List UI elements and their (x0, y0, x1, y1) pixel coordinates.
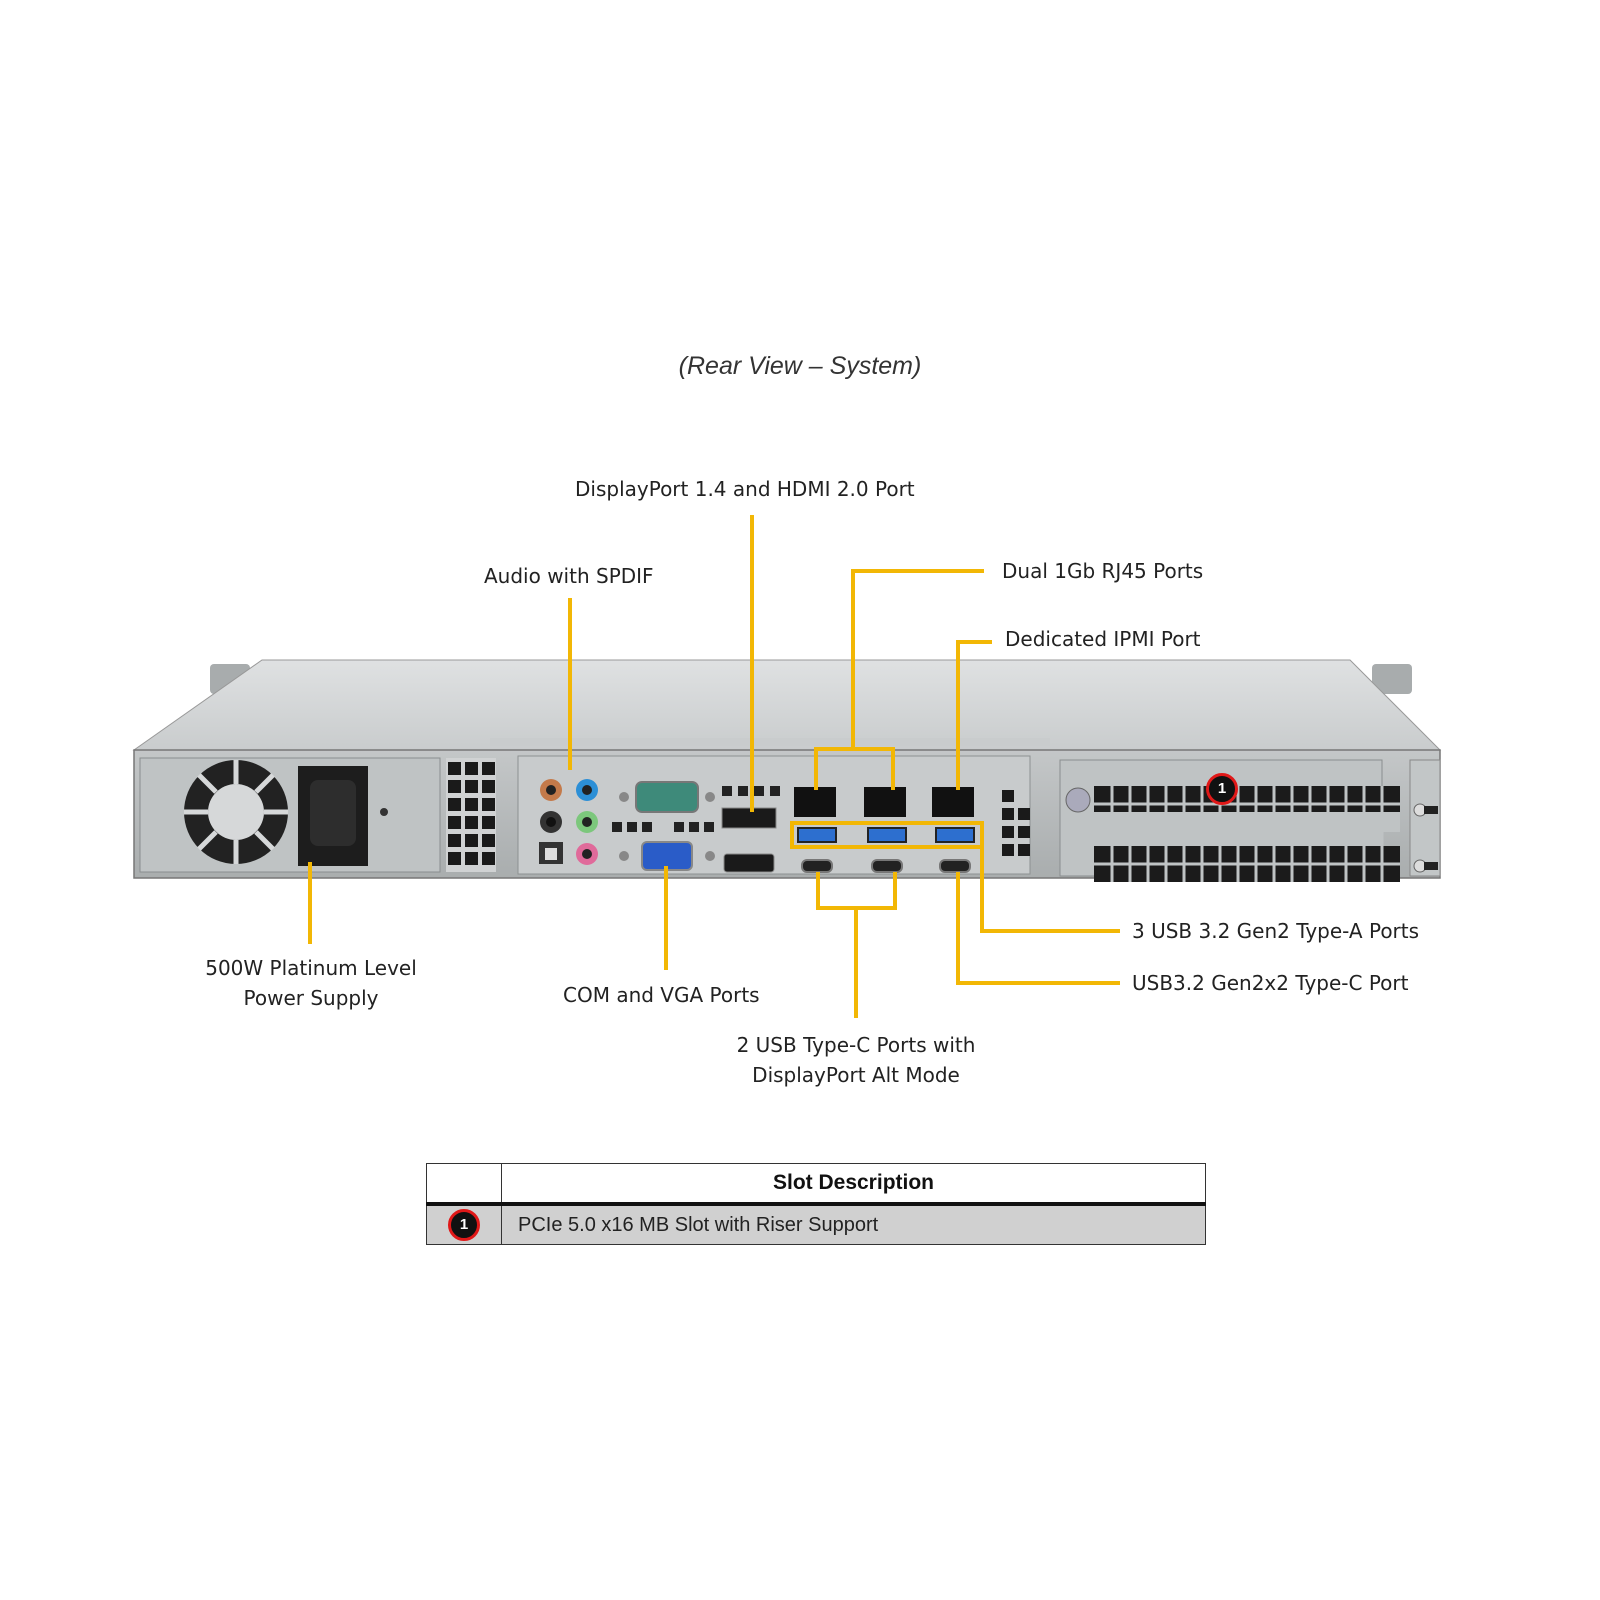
audio-jacks (539, 779, 598, 865)
callout-line-usb-type-c-gen2x2 (956, 872, 1120, 985)
usb-type-c-ports (801, 859, 971, 873)
label-power-supply: 500W Platinum Level Power Supply (186, 953, 436, 1013)
power-supply-module (139, 757, 441, 873)
label-power-supply-line2: Power Supply (243, 986, 379, 1010)
callout-lines (308, 515, 1120, 1018)
pcie-vent-grid (1094, 786, 1400, 882)
top-vent-strip (490, 738, 1050, 746)
figure-caption: (Rear View – System) (678, 352, 922, 380)
slot-number-badge: 1 (448, 1209, 480, 1241)
callout-line-ipmi (956, 640, 992, 790)
callout-line-dual-rj45 (851, 569, 984, 749)
label-com-vga: COM and VGA Ports (563, 983, 760, 1007)
label-dual-rj45: Dual 1Gb RJ45 Ports (1002, 559, 1204, 583)
label-displayport-hdmi: DisplayPort 1.4 and HDMI 2.0 Port (575, 477, 915, 501)
chassis-top (132, 659, 1442, 751)
usb-type-a-ports (797, 827, 975, 843)
label-usb-type-a: 3 USB 3.2 Gen2 Type-A Ports (1132, 919, 1420, 943)
label-power-supply-line1: 500W Platinum Level (205, 956, 417, 980)
rear-vent-grid-left (446, 758, 496, 872)
table-row: 1 PCIe 5.0 x16 MB Slot with Riser Suppor… (426, 1203, 1206, 1245)
label-ipmi: Dedicated IPMI Port (1005, 627, 1201, 651)
rack-handle-right (1409, 759, 1441, 877)
callout-line-dual-rj45-bracket (814, 747, 895, 790)
slot-1-marker: 1 (1206, 773, 1238, 805)
displayport-port (721, 807, 777, 829)
table-header-description: Slot Description (501, 1163, 1206, 1206)
label-usb-c-dp-alt-line1: 2 USB Type-C Ports with (736, 1033, 976, 1057)
label-usb-type-c-gen2x2: USB3.2 Gen2x2 Type-C Port (1132, 971, 1409, 995)
rj45-ports (794, 787, 974, 817)
table-header-row: Slot Description (426, 1163, 1206, 1206)
rack-ear-right (1372, 664, 1412, 694)
label-usb-c-dp-alt-line2: DisplayPort Alt Mode (752, 1063, 960, 1087)
thumbscrew-icon (1065, 787, 1091, 813)
hdmi-port (723, 853, 775, 873)
slot-description-table: Slot Description 1 PCIe 5.0 x16 MB Slot … (426, 1163, 1206, 1245)
table-header-number (426, 1163, 502, 1206)
com-port (619, 781, 715, 813)
table-cell-number: 1 (426, 1203, 502, 1245)
rear-vent-grid-mid (1002, 790, 1030, 856)
label-audio-spdif: Audio with SPDIF (484, 564, 654, 588)
label-usb-c-dp-alt: 2 USB Type-C Ports with DisplayPort Alt … (716, 1030, 996, 1090)
callout-line-usb-type-a (980, 835, 1120, 933)
table-cell-description: PCIe 5.0 x16 MB Slot with Riser Support (501, 1203, 1206, 1245)
